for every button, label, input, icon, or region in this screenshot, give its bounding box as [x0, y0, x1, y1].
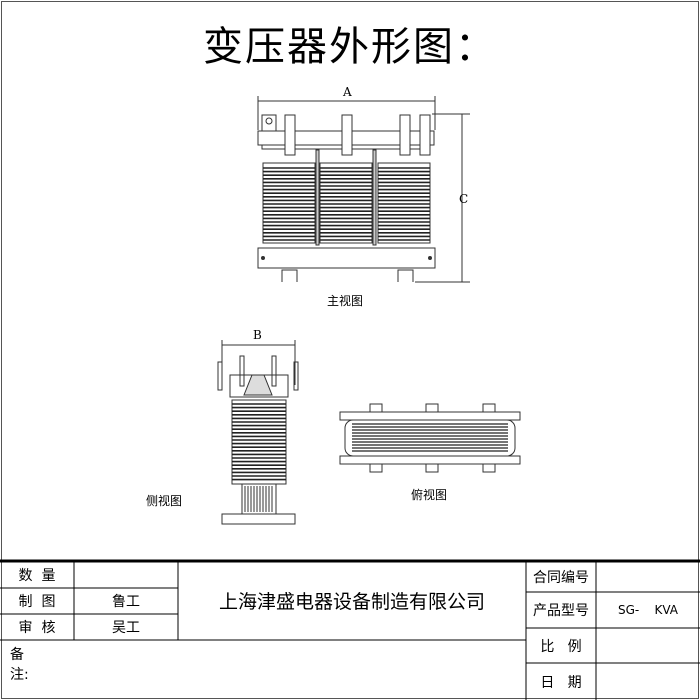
title-block-lines: [0, 559, 700, 700]
side-view-caption: 侧视图: [146, 494, 183, 508]
checked-label: 审 核: [18, 620, 56, 636]
company-name: 上海津盛电器设备制造有限公司: [218, 590, 485, 613]
drawn-value: 鲁工: [112, 594, 140, 610]
front-view-caption: 主视图: [327, 294, 364, 308]
scale-label: 比 例: [540, 638, 582, 655]
quantity-label: 数 量: [18, 567, 56, 584]
front-view: [257, 96, 470, 283]
contract-value: [596, 561, 700, 592]
scale-value: [596, 628, 700, 663]
quantity-value: [74, 561, 178, 588]
page-title: 变压器外形图：: [203, 24, 497, 70]
top-view: [339, 403, 521, 473]
top-view-caption: 俯视图: [411, 488, 448, 502]
checked-value: 吴工: [112, 620, 140, 636]
model-value: SG- KVA: [617, 603, 679, 617]
date-value: [596, 663, 700, 700]
drawn-label: 制 图: [18, 594, 56, 610]
model-label: 产品型号: [533, 603, 589, 619]
contract-label: 合同编号: [533, 569, 589, 586]
remarks-label: 备注:: [10, 647, 29, 683]
date-label: 日 期: [540, 674, 582, 691]
dimension-a-label: A: [343, 85, 352, 99]
side-view: [217, 340, 299, 525]
dimension-b-label: B: [253, 328, 262, 342]
dimension-c-label: C: [459, 192, 469, 206]
